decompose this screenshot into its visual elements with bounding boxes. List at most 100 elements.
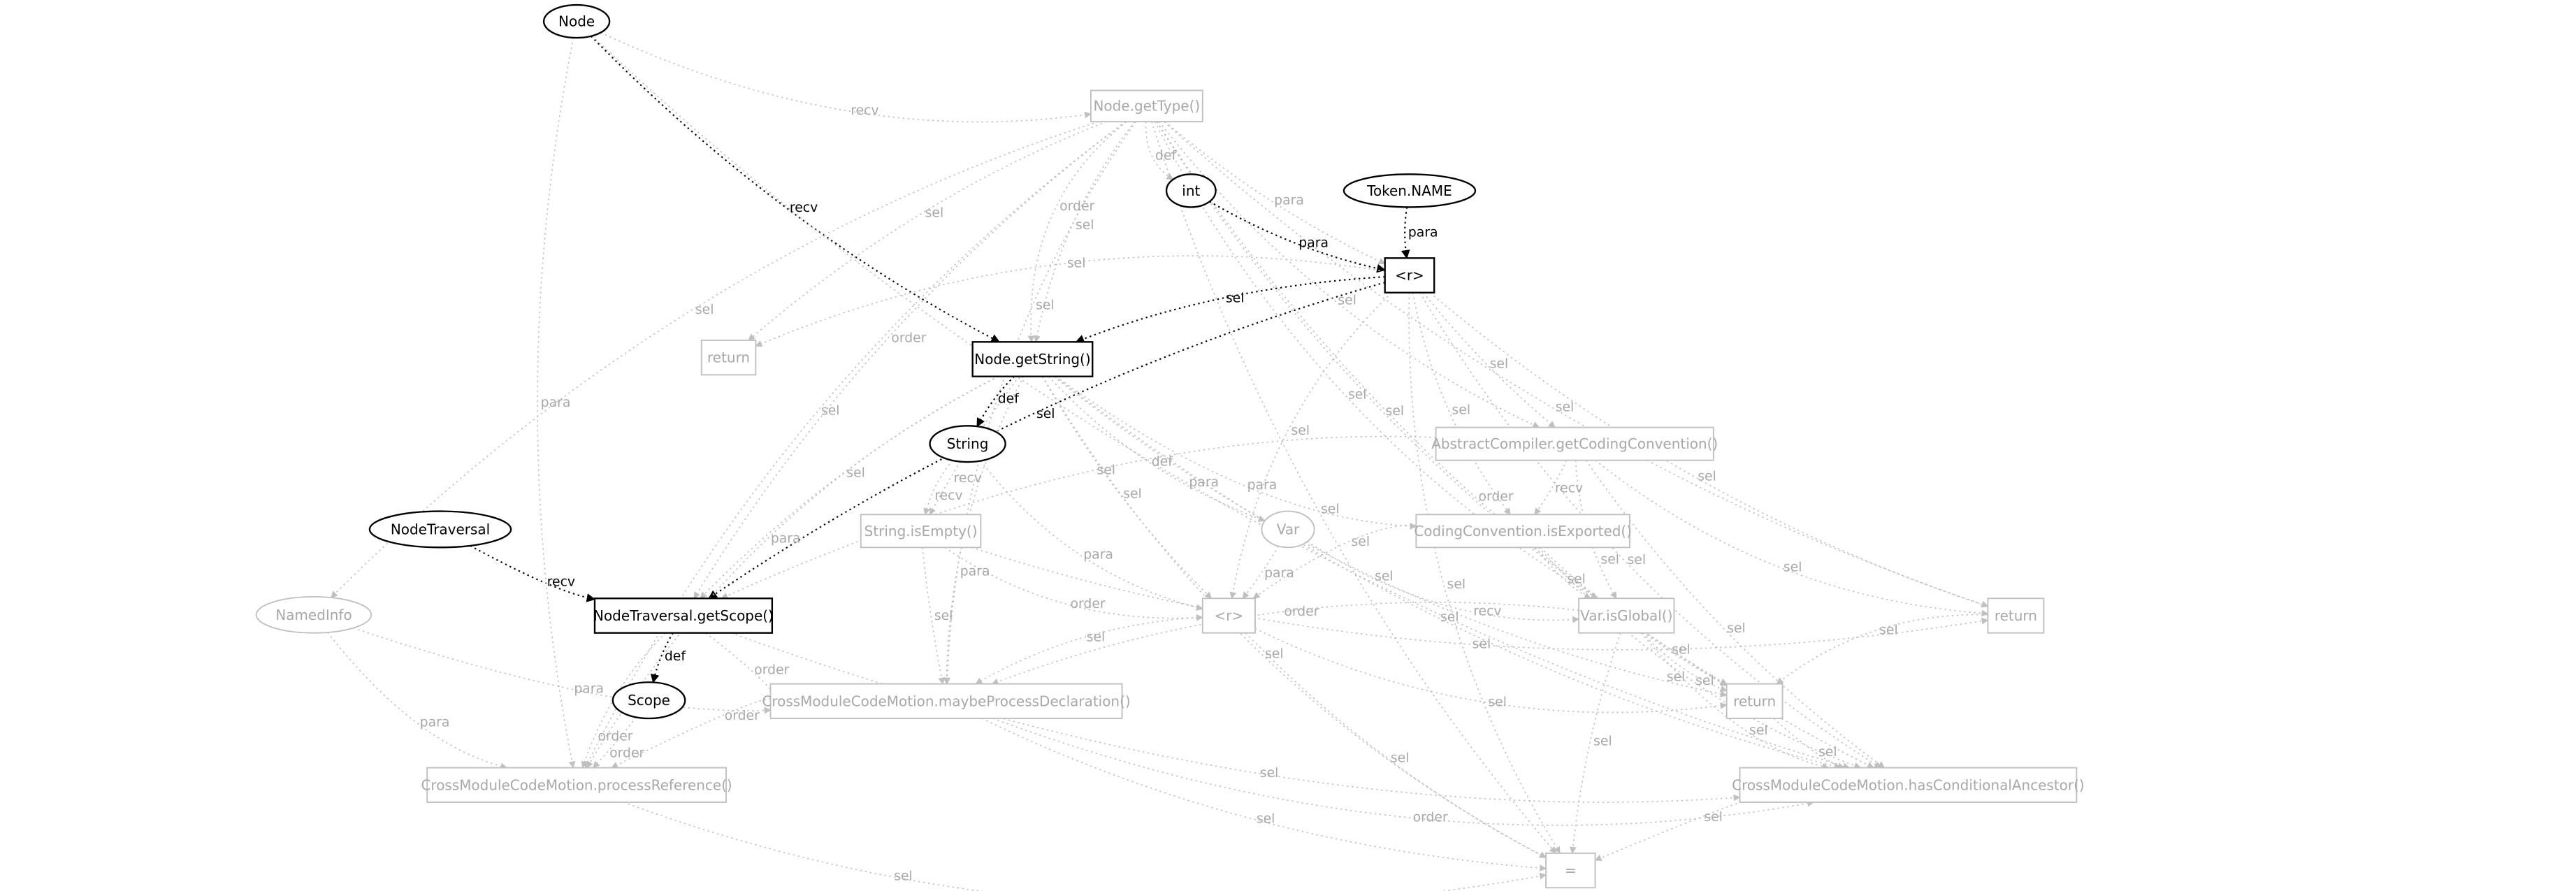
node-isExported[interactable]: CodingConvention.isExported() xyxy=(1414,514,1632,549)
node-label: <r> xyxy=(1215,607,1244,624)
node-getString[interactable]: Node.getString() xyxy=(971,341,1094,377)
edge-r1-r2 xyxy=(1229,292,1392,600)
edge-label: sel xyxy=(1265,647,1284,662)
edge-label: para xyxy=(1247,478,1278,493)
node-getCodingConvention[interactable]: AbstractCompiler.getCodingConvention() xyxy=(1431,426,1718,461)
edge-label: sel xyxy=(1036,298,1055,313)
node-label: return xyxy=(707,349,750,366)
edge-label: sel xyxy=(934,609,953,623)
node-label: AbstractCompiler.getCodingConvention() xyxy=(1431,435,1718,452)
node-label: CrossModuleCodeMotion.hasConditionalAnce… xyxy=(1732,776,2085,793)
edge-isExported-isGlobal xyxy=(1535,546,1592,600)
node-hasConditionalAncestor[interactable]: CrossModuleCodeMotion.hasConditionalAnce… xyxy=(1732,767,2085,803)
edge-label: sel xyxy=(1818,745,1837,760)
edge-label: def xyxy=(1152,454,1173,469)
edge-getString-getScope xyxy=(700,375,999,599)
node-r1[interactable]: <r> xyxy=(1384,257,1435,294)
edge-getString-return3 xyxy=(1053,376,1728,697)
edge-getType-int xyxy=(1145,122,1174,180)
node-maybeProcessDeclaration[interactable]: CrossModuleCodeMotion.maybeProcessDeclar… xyxy=(762,683,1131,719)
edge-r2-maybeProcessDeclaration xyxy=(975,616,1203,685)
edge-label: sel xyxy=(1698,470,1716,484)
edge-getString-r2 xyxy=(1041,376,1213,599)
edge-label: recv xyxy=(954,471,982,486)
node-scope[interactable]: Scope xyxy=(612,681,686,720)
edge-label: order xyxy=(754,662,789,677)
edge-label: sel xyxy=(1348,388,1367,403)
edge-string-isEmpty xyxy=(923,460,953,516)
edge-getType-r1 xyxy=(1164,121,1386,265)
node-isGlobal[interactable]: Var.isGlobal() xyxy=(1578,597,1675,634)
edge-label: order xyxy=(1059,199,1094,214)
edge-isEmpty-return2 xyxy=(971,546,1989,651)
edge-label: sel xyxy=(1097,463,1115,478)
node-nodeTraversal[interactable]: NodeTraversal xyxy=(368,510,512,549)
edge-label: para xyxy=(574,681,604,696)
node-return1[interactable]: return xyxy=(700,340,757,376)
edge-label: sel xyxy=(1291,423,1310,438)
edge-getType-return1 xyxy=(748,121,1107,341)
edge-label: sel xyxy=(1556,400,1575,415)
node-return3[interactable]: return xyxy=(1725,683,1783,719)
node-label: <r> xyxy=(1395,267,1424,284)
node-return2[interactable]: return xyxy=(1987,597,2045,634)
node-var[interactable]: Var xyxy=(1261,510,1315,549)
edge-label: para xyxy=(420,716,450,730)
edge-getCodingConvention-hasConditionalAncestor xyxy=(1585,460,1886,769)
edge-r1-hasConditionalAncestor xyxy=(1419,292,1881,769)
edge-label: sel xyxy=(1727,621,1746,636)
edge-label: order xyxy=(1478,490,1513,505)
node-label: Node.getString() xyxy=(974,351,1090,368)
edge-isExported-hasConditionalAncestor xyxy=(1537,546,1862,769)
node-r2[interactable]: <r> xyxy=(1201,597,1256,634)
edge-nodeTraversal-getScope xyxy=(470,544,596,602)
edge-label: sel xyxy=(894,869,913,884)
node-label: return xyxy=(1733,693,1776,709)
node-label: NodeTraversal xyxy=(391,521,490,537)
edge-maybeProcessDeclaration-eq xyxy=(981,718,1547,872)
edge-int-r1 xyxy=(1209,201,1386,273)
edge-label: sel xyxy=(1391,751,1410,765)
edge-label: sel xyxy=(1087,630,1106,645)
node-tokenName[interactable]: Token.NAME xyxy=(1343,173,1477,208)
edge-label: order xyxy=(1413,810,1448,825)
node-eq[interactable]: = xyxy=(1545,852,1596,889)
edge-label: para xyxy=(1298,236,1329,250)
edge-label: sel xyxy=(1667,670,1686,685)
edge-label: sel xyxy=(846,465,865,480)
edge-label: sel xyxy=(1440,610,1459,625)
edge-label: sel xyxy=(1490,356,1509,371)
edge-label: sel xyxy=(1375,569,1394,584)
node-label: String xyxy=(947,435,989,452)
edge-getType-getScope xyxy=(693,121,1127,600)
edge-label: sel xyxy=(1452,403,1470,417)
edge-label: order xyxy=(598,730,632,744)
edge-var-r2 xyxy=(1242,546,1279,600)
edge-label: sel xyxy=(925,206,944,221)
edge-label: sel xyxy=(821,403,840,418)
edge-return2-return3 xyxy=(1776,614,1988,685)
node-namedInfo[interactable]: NamedInfo xyxy=(255,595,372,634)
edge-getString-eq xyxy=(1042,376,1547,858)
edge-getType-hasConditionalAncestor xyxy=(1156,121,1874,769)
node-label: CrossModuleCodeMotion.processReference() xyxy=(421,776,732,793)
edge-string-r2 xyxy=(980,460,1203,611)
edge-label: sel xyxy=(1672,643,1691,658)
edge-scope-processReference xyxy=(593,716,637,769)
edge-namedInfo-processReference xyxy=(327,632,508,770)
node-node[interactable]: Node xyxy=(542,3,611,39)
edge-label: sel xyxy=(1783,560,1802,575)
edge-r1-getScope xyxy=(708,282,1385,600)
edge-label: order xyxy=(609,746,644,761)
node-isEmpty[interactable]: String.isEmpty() xyxy=(860,514,982,549)
edge-label: sel xyxy=(1260,766,1279,781)
node-string[interactable]: String xyxy=(929,425,1006,463)
edge-node-getString xyxy=(591,35,1001,343)
node-int[interactable]: int xyxy=(1165,173,1217,208)
edge-node-processReference xyxy=(537,37,576,769)
node-processReference[interactable]: CrossModuleCodeMotion.processReference() xyxy=(421,767,732,803)
node-getType[interactable]: Node.getType() xyxy=(1090,89,1203,123)
edge-getCodingConvention-getScope xyxy=(721,435,1436,600)
node-getScope[interactable]: NodeTraversal.getScope() xyxy=(593,597,774,634)
